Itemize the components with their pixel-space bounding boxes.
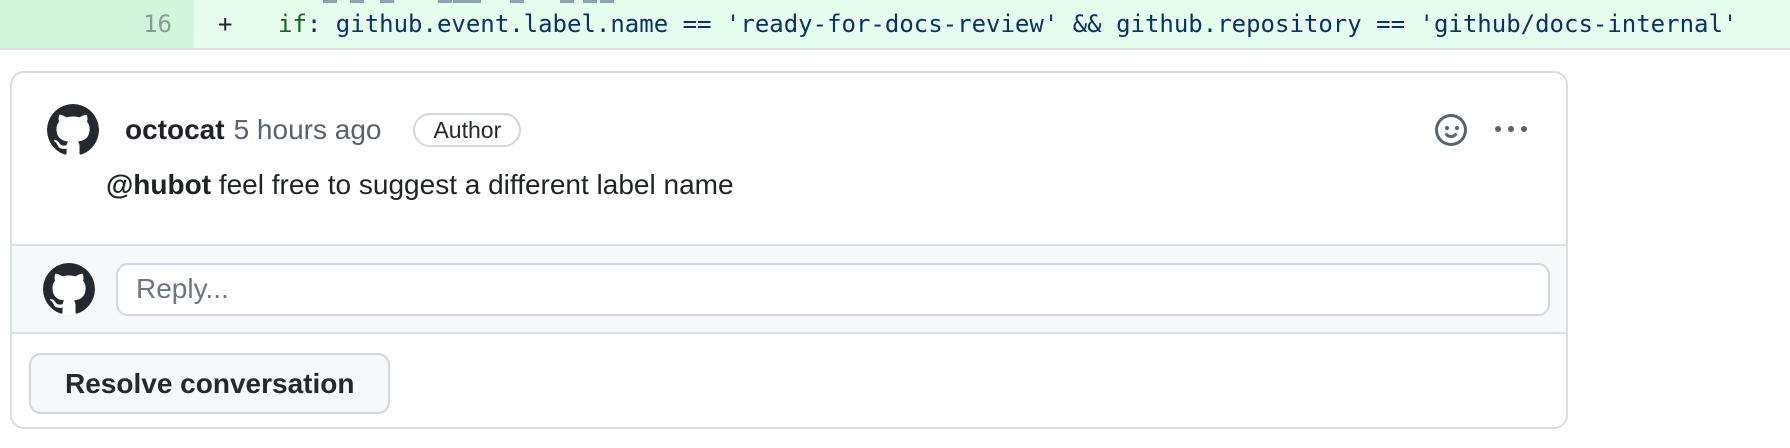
reply-input[interactable] — [116, 262, 1550, 316]
comment-body-text: feel free to suggest a different label n… — [211, 169, 734, 200]
diff-addition-marker: + — [218, 10, 233, 38]
comment-body: @hubot feel free to suggest a different … — [106, 168, 1527, 202]
smiley-icon — [1435, 114, 1467, 146]
add-reaction-button[interactable] — [1435, 114, 1467, 146]
comment-section: octocat 5 hours ago Author @hubot feel f… — [12, 73, 1566, 244]
code-rest: : github.event.label.name == 'ready-for-… — [306, 10, 1738, 38]
comment-header-actions — [1435, 114, 1527, 146]
resolve-conversation-button[interactable]: Resolve conversation — [29, 353, 391, 414]
reply-user-avatar[interactable] — [43, 263, 95, 315]
comment-timestamp-link[interactable]: 5 hours ago — [233, 114, 382, 145]
diff-line-number[interactable]: 16 — [0, 0, 194, 48]
code-keyword: if — [278, 10, 307, 38]
comment-header: octocat 5 hours ago Author — [12, 73, 1566, 156]
reply-section — [12, 244, 1566, 332]
previous-line-remnant — [323, 0, 337, 3]
diff-code-text: if: github.event.label.name == 'ready-fo… — [278, 0, 1737, 48]
author-badge: Author — [413, 113, 522, 147]
user-mention-link[interactable]: @hubot — [106, 169, 212, 200]
comment-options-button[interactable] — [1495, 114, 1527, 146]
comment-author-link[interactable]: octocat — [125, 114, 225, 145]
octocat-avatar[interactable] — [47, 104, 99, 156]
review-comment-card: octocat 5 hours ago Author @hubot feel f… — [10, 71, 1568, 429]
diff-line-addition: 16 + if: github.event.label.name == 'rea… — [0, 0, 1790, 50]
resolve-section: Resolve conversation — [12, 332, 1566, 427]
kebab-horizontal-icon — [1495, 126, 1527, 132]
